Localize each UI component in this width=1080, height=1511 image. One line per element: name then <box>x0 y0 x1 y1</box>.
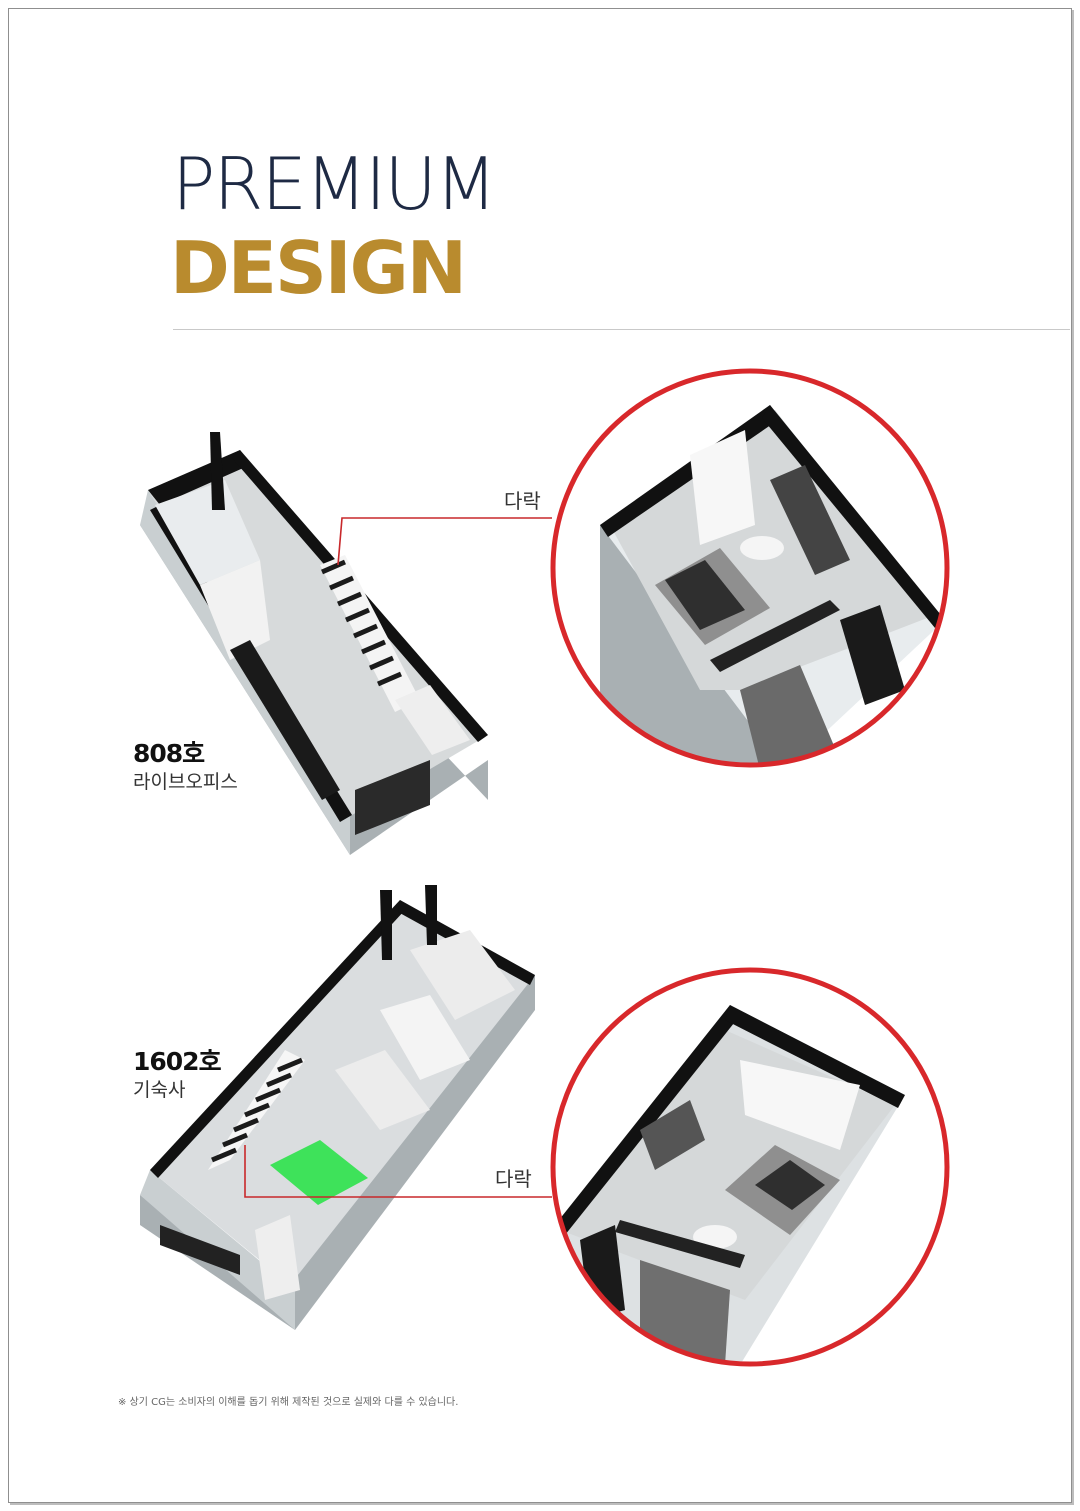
title-divider <box>173 329 1070 330</box>
loft-detail-1602 <box>553 970 947 1364</box>
floorplan-1602 <box>140 885 535 1330</box>
callout-lines <box>244 517 552 1198</box>
unit-1602-loft-label: 다락 <box>495 1167 532 1191</box>
unit-808-type: 라이브오피스 <box>133 771 238 793</box>
loft-circle-808 <box>550 368 950 768</box>
footnote: ※ 상기 CG는 소비자의 이해를 돕기 위해 제작된 것으로 실제와 다를 수… <box>118 1397 459 1408</box>
loft-detail-808 <box>553 371 947 765</box>
floorplan-808 <box>140 432 488 855</box>
unit-808-number: 808호 <box>133 739 205 768</box>
title-premium: PREMIUM <box>172 142 497 226</box>
unit-1602-type: 기숙사 <box>133 1079 186 1101</box>
loft-circle-1602 <box>550 967 950 1367</box>
unit-1602-number: 1602호 <box>133 1047 222 1076</box>
title-design: DESIGN <box>170 226 467 310</box>
unit-808-loft-label: 다락 <box>504 489 541 513</box>
